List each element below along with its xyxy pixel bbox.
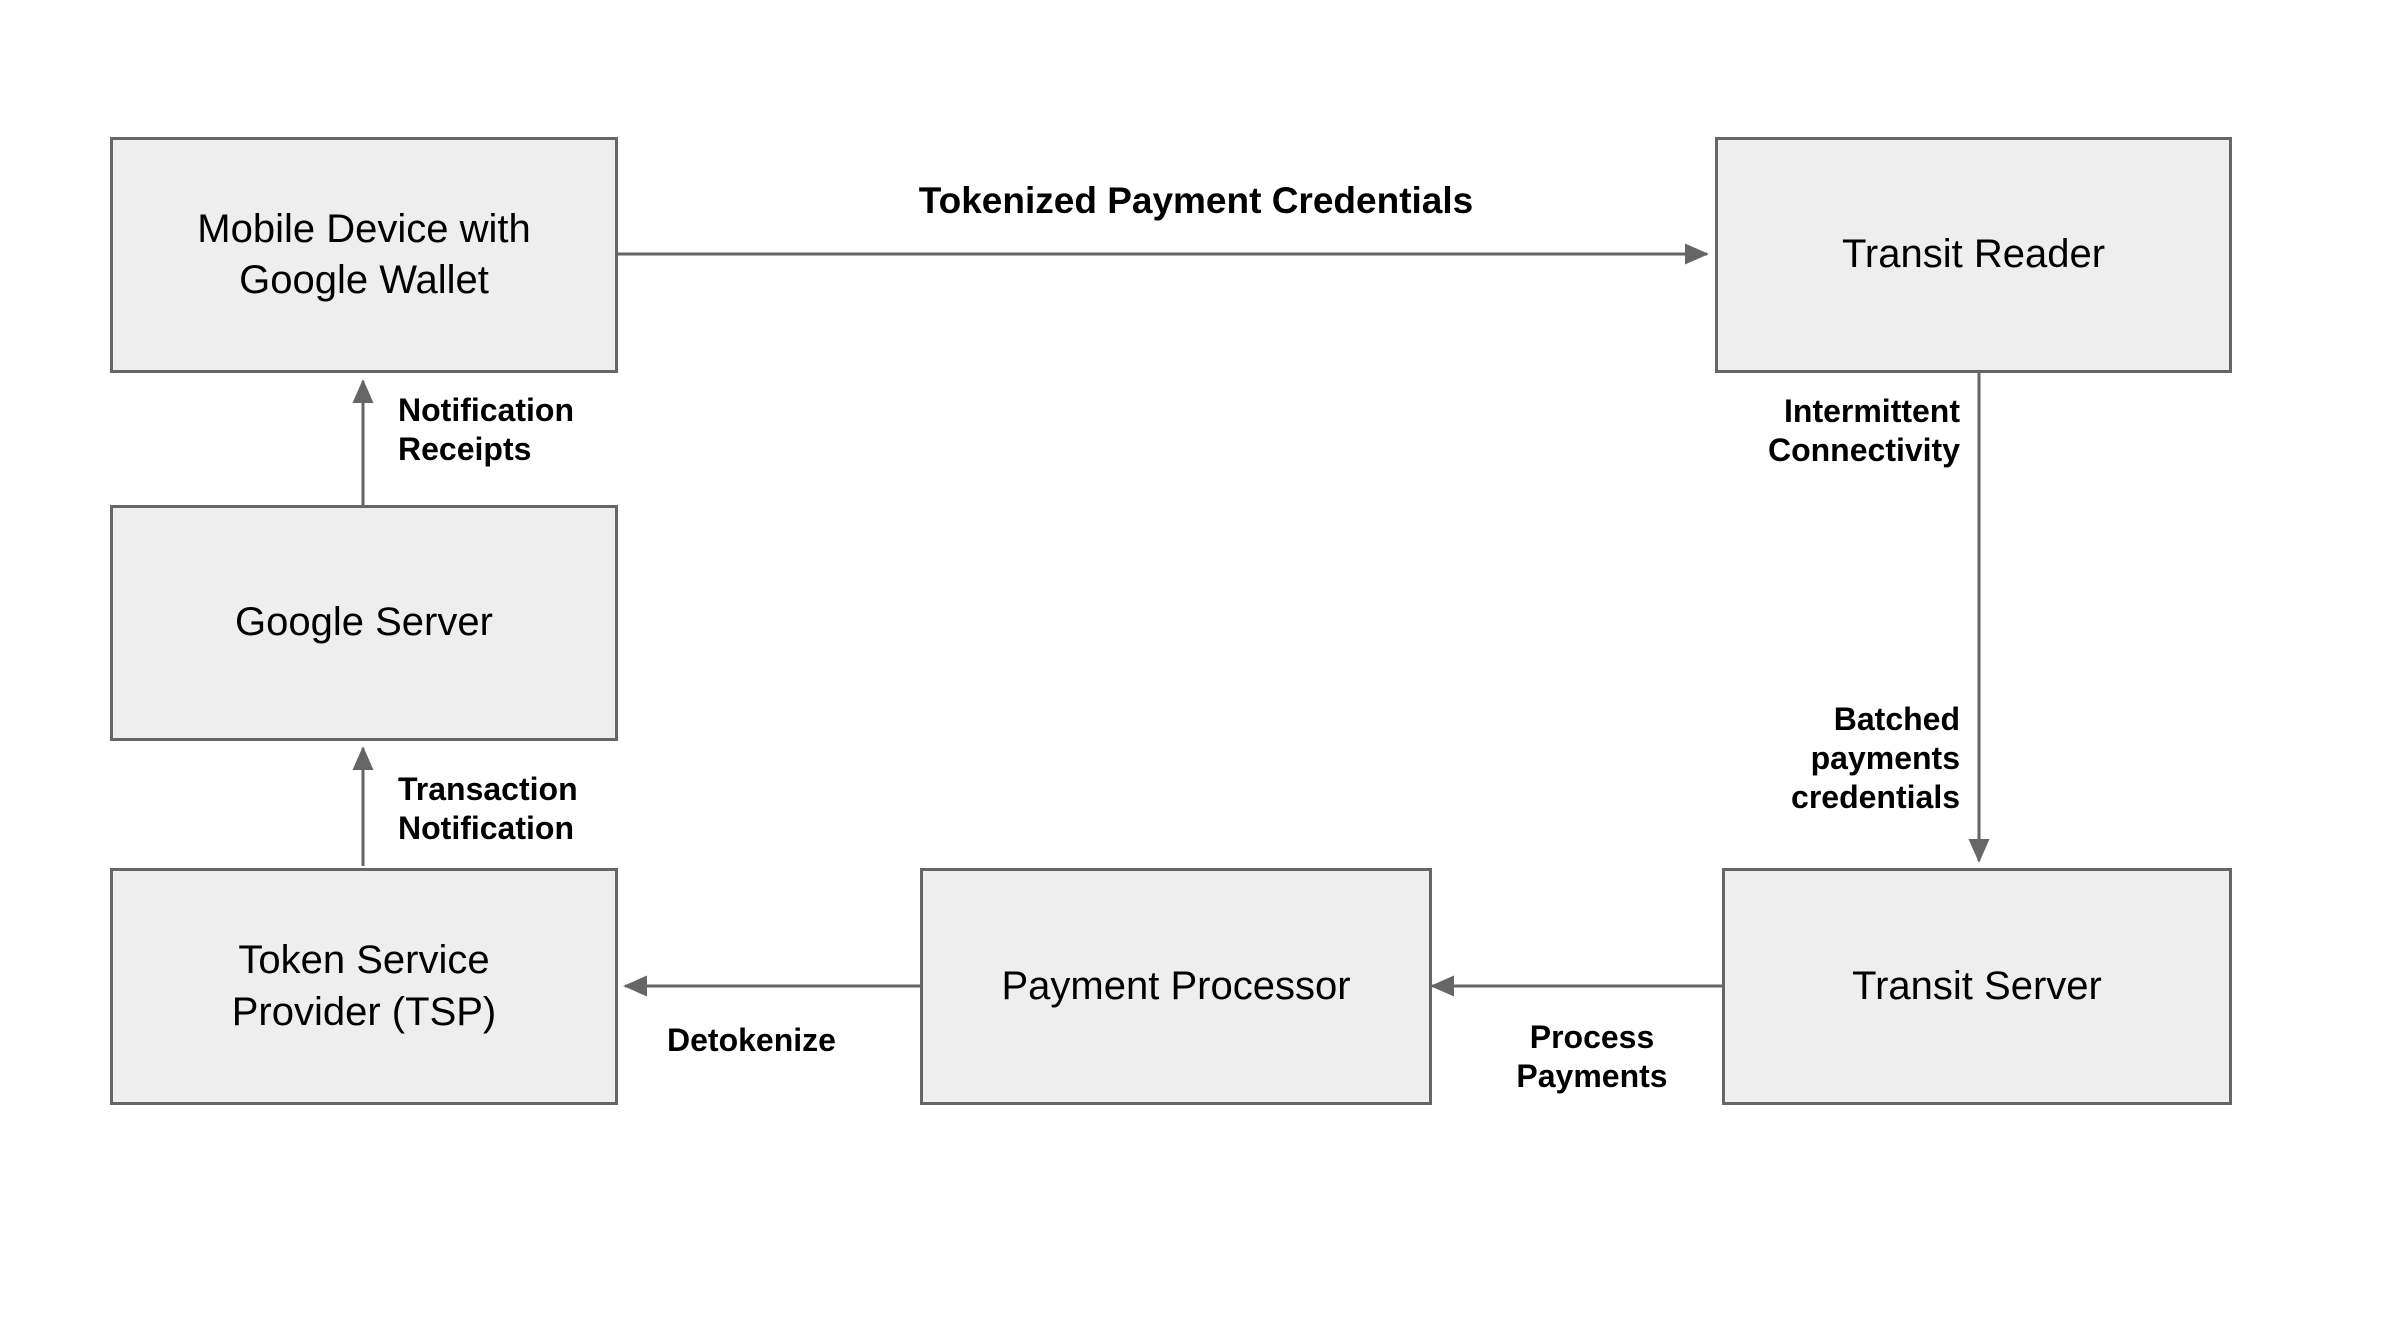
node-transit-reader[interactable]: Transit Reader xyxy=(1715,137,2232,373)
edge-label-process-payments: Process Payments xyxy=(1516,1019,1668,1095)
edge-label-intermittent-connectivity: Intermittent Connectivity xyxy=(1767,393,1960,469)
edge-label-batched-payments-credentials: Batched payments credentials xyxy=(1791,701,1960,816)
edge-label-tokenized-payment-credentials: Tokenized Payment Credentials xyxy=(918,180,1474,221)
edge-label-transaction-notification: Transaction Notification xyxy=(398,771,578,847)
node-payment-processor[interactable]: Payment Processor xyxy=(920,868,1432,1105)
node-token-service-provider[interactable]: Token Service Provider (TSP) xyxy=(110,868,618,1105)
node-google-server[interactable]: Google Server xyxy=(110,505,618,741)
edge-label-detokenize: Detokenize xyxy=(667,1022,836,1058)
edge-label-notification-receipts: Notification Receipts xyxy=(398,392,574,468)
node-mobile-device-with-google-wallet[interactable]: Mobile Device with Google Wallet xyxy=(110,137,618,373)
node-transit-server[interactable]: Transit Server xyxy=(1722,868,2232,1105)
